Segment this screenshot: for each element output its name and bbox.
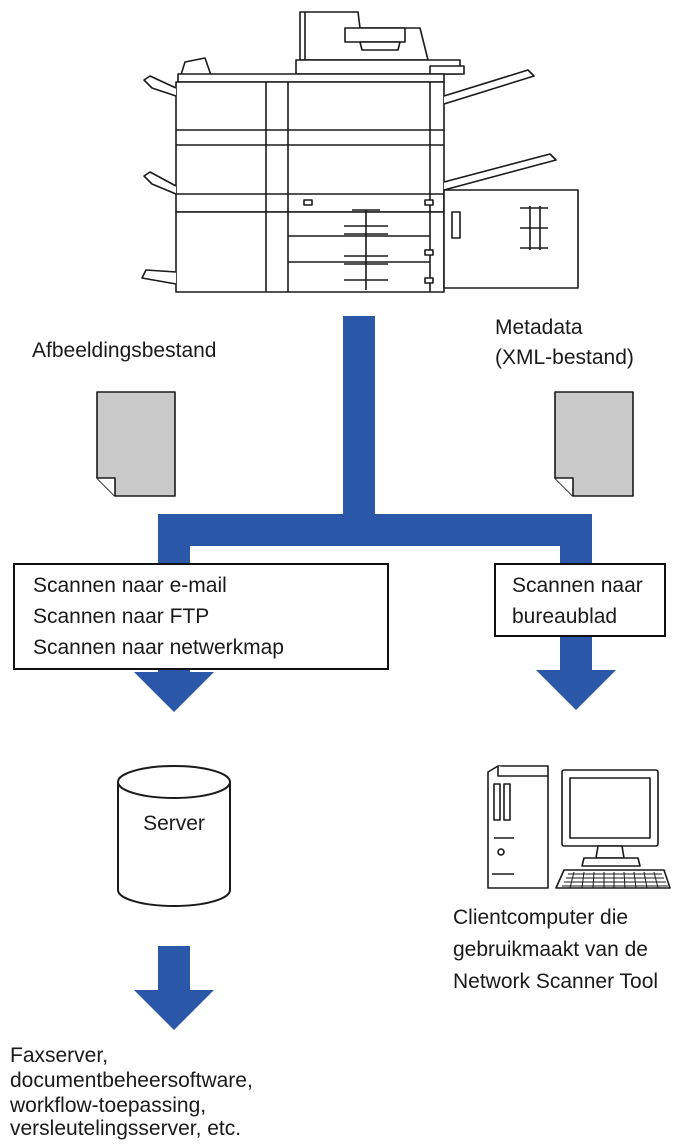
server-label: Server: [143, 812, 205, 835]
scan-to-desktop-line2: bureaublad: [512, 605, 618, 628]
image-file-label: Afbeeldingsbestand: [32, 339, 217, 362]
down-arrow-icon: [134, 946, 214, 1030]
trunk-line: [343, 316, 375, 536]
multifunction-printer-icon: [141, 11, 579, 293]
down-arrow-icon: [536, 630, 616, 710]
client-caption-line2: gebruikmaakt van de: [453, 938, 648, 961]
destinations-line4: versleutelingsserver, etc.: [10, 1117, 242, 1140]
document-icon: [554, 391, 634, 497]
scan-option-network-folder: Scannen naar netwerkmap: [33, 636, 284, 659]
desktop-computer-icon: [487, 765, 671, 889]
scan-option-ftp: Scannen naar FTP: [33, 605, 210, 628]
destinations-line1: Faxserver,: [10, 1044, 109, 1067]
client-caption-line3: Network Scanner Tool: [453, 970, 659, 993]
client-caption-line1: Clientcomputer die: [453, 906, 629, 929]
scan-to-desktop-box: Scannen naar bureaublad: [494, 563, 666, 637]
scan-options-box: Scannen naar e-mail Scannen naar FTP Sca…: [13, 563, 389, 670]
xml-file-label: (XML-bestand): [495, 346, 634, 369]
branch-line: [158, 514, 592, 546]
scan-to-desktop-line1: Scannen naar: [512, 574, 643, 597]
server-cylinder-icon: [117, 765, 231, 907]
destinations-line3: workflow-toepassing,: [10, 1094, 207, 1117]
scan-option-email: Scannen naar e-mail: [33, 574, 227, 597]
document-icon: [96, 391, 176, 497]
metadata-label: Metadata: [495, 316, 583, 339]
destinations-line2: documentbeheersoftware,: [10, 1069, 253, 1092]
